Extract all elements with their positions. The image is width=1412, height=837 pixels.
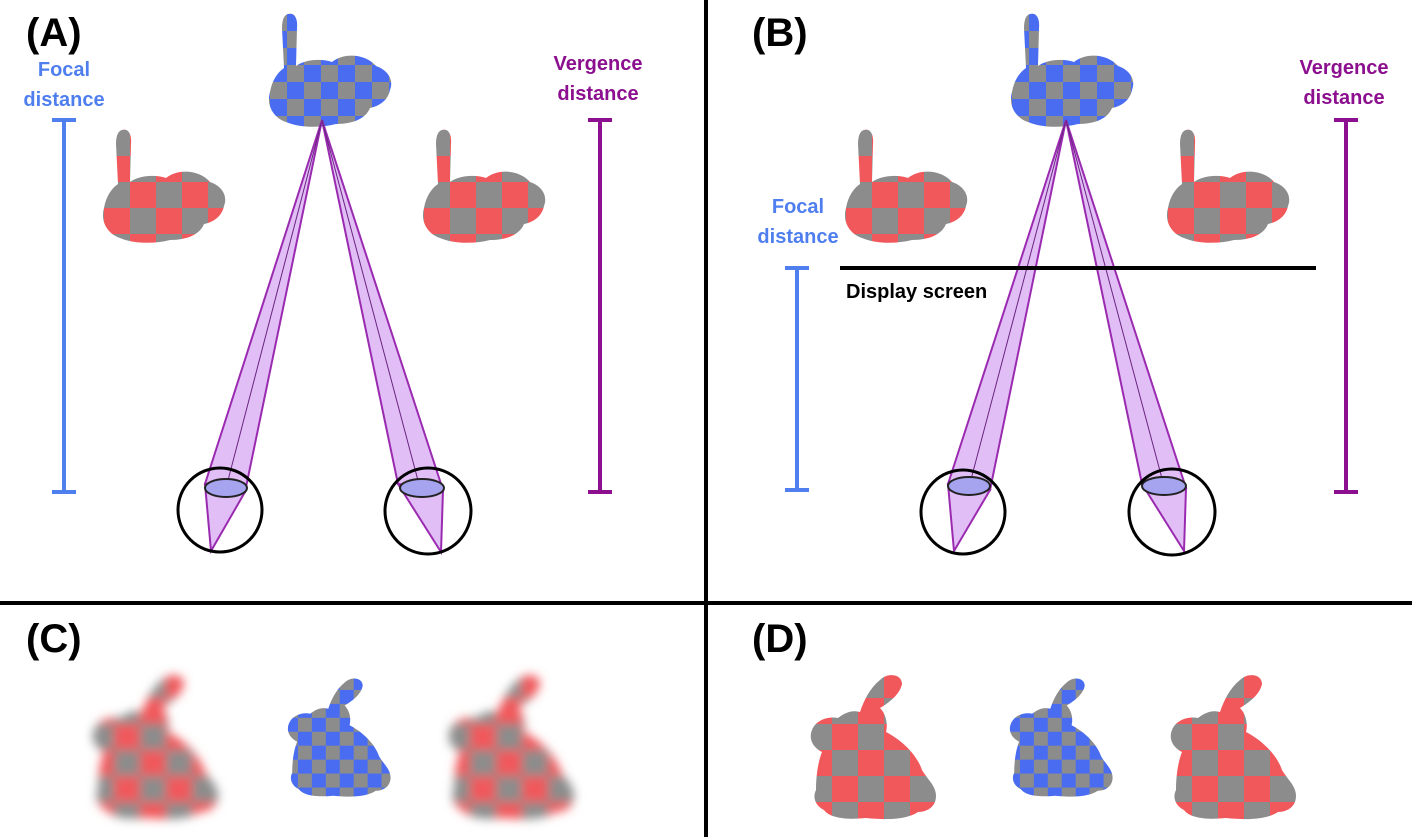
red-bunny-icon bbox=[844, 129, 968, 243]
label-line-2: distance bbox=[1303, 87, 1384, 109]
red-bunny-icon bbox=[422, 129, 546, 243]
label-line-1: Vergence bbox=[1300, 57, 1389, 79]
lens-icon bbox=[399, 478, 445, 498]
focal-distance-bracket bbox=[52, 118, 76, 494]
lens-icon bbox=[1141, 476, 1187, 496]
panel-label: (A) bbox=[26, 11, 82, 55]
focal-distance-label: Focal distance bbox=[757, 196, 838, 248]
blue-bunny-icon bbox=[268, 13, 392, 127]
label-line-2: distance bbox=[757, 226, 838, 248]
blurred-red-bunny-icon bbox=[92, 675, 218, 820]
panel-b: (B) Focal distance Vergence distance bbox=[752, 11, 1389, 557]
blurred-red-bunny-icon bbox=[448, 675, 574, 820]
eye-icon bbox=[1127, 467, 1217, 557]
left-eye-cone bbox=[919, 119, 1067, 556]
label-line-1: Focal bbox=[772, 196, 824, 218]
sharp-red-bunny-icon bbox=[1170, 675, 1296, 820]
label-line-2: distance bbox=[23, 89, 104, 111]
vergence-distance-label: Vergence distance bbox=[554, 53, 643, 105]
label-line-1: Focal bbox=[38, 59, 90, 81]
display-screen-label: Display screen bbox=[846, 281, 987, 303]
eye-icon bbox=[176, 466, 264, 554]
red-bunny-icon bbox=[102, 129, 226, 243]
sharp-blue-bunny-icon bbox=[287, 678, 391, 797]
red-bunny-icon bbox=[1166, 129, 1290, 243]
right-eye-cone bbox=[321, 119, 473, 556]
label-line-2: distance bbox=[557, 83, 638, 105]
panel-label: (B) bbox=[752, 11, 808, 55]
panel-label: (C) bbox=[26, 617, 82, 661]
vergence-distance-label: Vergence distance bbox=[1300, 57, 1389, 109]
panel-a: (A) Focal distance Vergence distance bbox=[23, 11, 643, 556]
lens-icon bbox=[947, 476, 991, 496]
panel-label: (D) bbox=[752, 617, 808, 661]
focal-distance-label: Focal distance bbox=[23, 59, 104, 111]
eye-icon bbox=[383, 466, 473, 556]
label-line-1: Vergence bbox=[554, 53, 643, 75]
lens-icon bbox=[204, 478, 248, 498]
eye-icon bbox=[919, 468, 1007, 556]
left-eye-cone bbox=[176, 119, 323, 555]
blue-bunny-icon bbox=[1010, 13, 1134, 127]
sharp-blue-bunny-icon bbox=[1009, 678, 1113, 797]
panel-d: (D) bbox=[752, 617, 1296, 820]
vergence-distance-bracket bbox=[1334, 118, 1358, 494]
sharp-red-bunny-icon bbox=[810, 675, 936, 820]
vergence-distance-bracket bbox=[588, 118, 612, 494]
right-eye-cone bbox=[1065, 119, 1217, 557]
panel-c: (C) bbox=[26, 617, 574, 820]
focal-distance-bracket bbox=[785, 266, 809, 492]
